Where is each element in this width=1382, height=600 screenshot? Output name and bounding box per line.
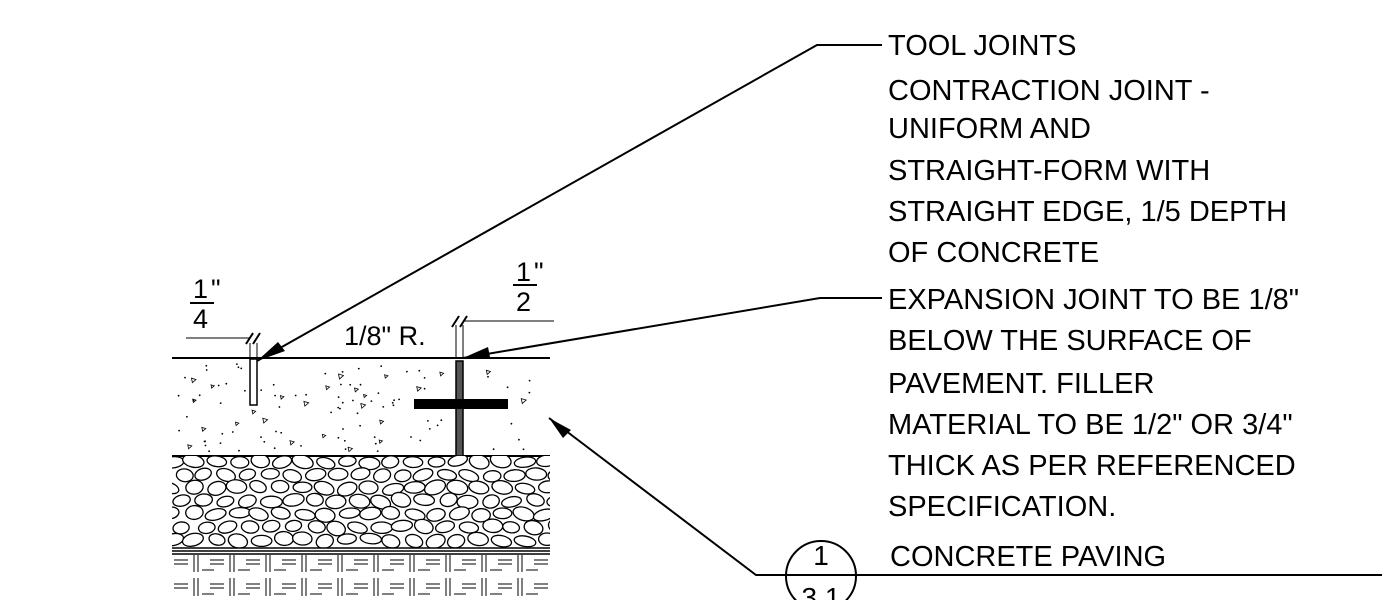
dim-tick	[459, 315, 468, 328]
tool-joint-dimension: 1 4 "	[190, 274, 221, 334]
arrowhead	[549, 418, 571, 438]
radius-label: 1/8" R.	[344, 321, 426, 351]
compacted-subgrade-hatch	[174, 555, 548, 596]
gravel-base	[172, 456, 550, 555]
arrowhead	[257, 342, 285, 361]
expansion-joint-dim-unit: "	[534, 257, 544, 287]
gravel-stones-hatch	[172, 456, 550, 548]
note-line: TOOL JOINTS	[888, 30, 1077, 62]
tool-joint	[186, 332, 261, 406]
note-line: OF CONCRETE	[888, 237, 1099, 269]
dim-tick	[252, 332, 261, 345]
tool-joint-leader	[256, 44, 882, 362]
note-line: CONTRACTION JOINT -	[888, 75, 1210, 107]
concrete-aggregate-hatch	[177, 363, 531, 453]
dowel-bar	[414, 399, 508, 409]
note-line: STRAIGHT-FORM WITH	[888, 155, 1210, 187]
expansion-joint-dim-denominator: 2	[516, 287, 531, 317]
note-line: SPECIFICATION.	[888, 491, 1116, 523]
tool-joint-dim-unit: "	[211, 274, 221, 304]
note-line: BELOW THE SURFACE OF	[888, 325, 1252, 357]
expansion-joint-note: EXPANSION JOINT TO BE 1/8" BELOW THE SUR…	[888, 284, 1299, 523]
note-line: UNIFORM AND	[888, 113, 1091, 145]
tool-joint-dim-numerator: 1	[193, 274, 208, 304]
note-line: MATERIAL TO BE 1/2" OR 3/4"	[888, 409, 1293, 441]
concrete-paving-leader	[548, 417, 1382, 576]
dim-tick	[451, 315, 460, 328]
expansion-joint-leader	[462, 297, 882, 359]
expansion-joint	[414, 315, 554, 457]
tool-joint-dim-denominator: 4	[193, 304, 208, 334]
detail-number: 1	[813, 540, 829, 571]
note-line: STRAIGHT EDGE, 1/5 DEPTH	[888, 196, 1287, 228]
concrete-slab	[172, 357, 550, 457]
expansion-joint-dimension: 1 2 "	[513, 257, 544, 317]
note-line: EXPANSION JOINT TO BE 1/8"	[888, 284, 1299, 316]
sheet-number: 3.1	[802, 582, 841, 600]
leader-lines	[256, 44, 1382, 576]
dim-tick	[245, 332, 254, 345]
expansion-joint-dim-numerator: 1	[516, 257, 531, 287]
tool-joints-note: TOOL JOINTS CONTRACTION JOINT - UNIFORM …	[888, 30, 1287, 269]
arrowhead	[463, 347, 490, 358]
detail-title: CONCRETE PAVING 1 3.1	[785, 540, 1166, 600]
note-line: PAVEMENT. FILLER	[888, 368, 1154, 400]
note-line: THICK AS PER REFERENCED	[888, 450, 1296, 482]
detail-title-label: CONCRETE PAVING	[890, 541, 1166, 573]
